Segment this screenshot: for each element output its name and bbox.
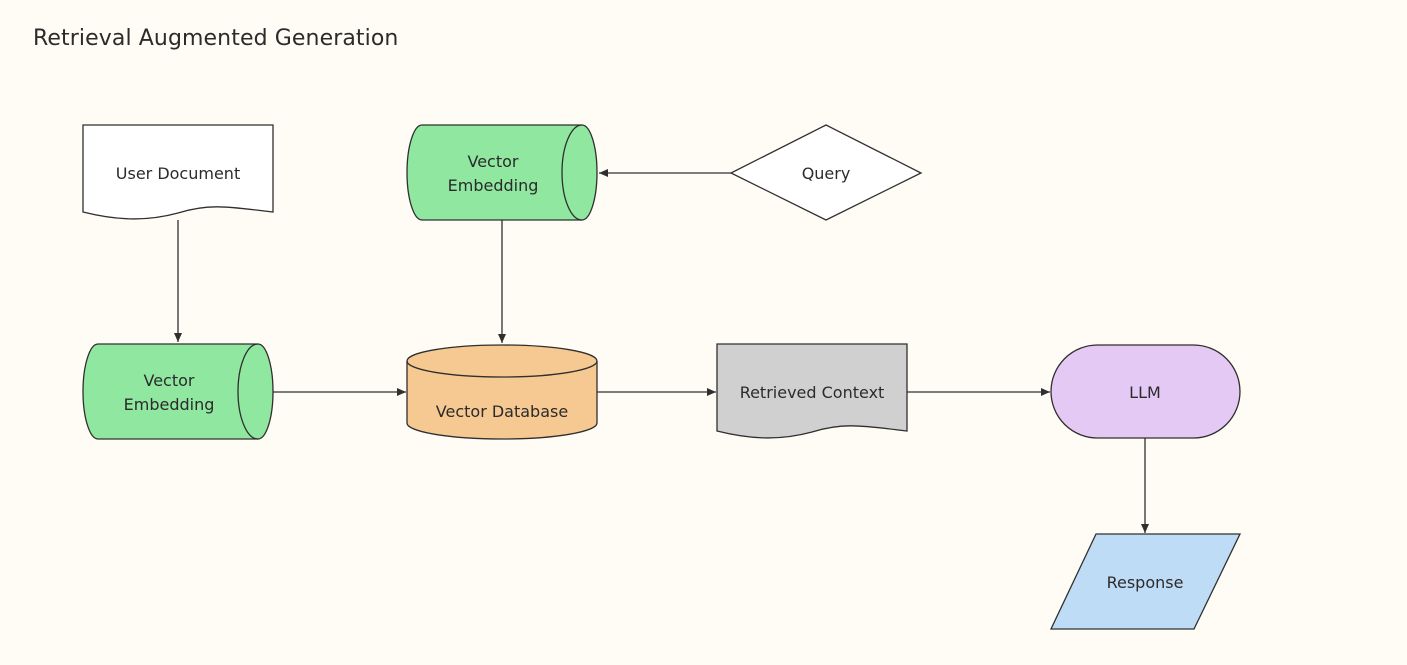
llm-terminal-shape bbox=[1050, 344, 1241, 439]
node-vector-embedding-top[interactable]: Vector Embedding bbox=[406, 124, 598, 221]
vector-embedding-top-cylinder-icon bbox=[406, 124, 598, 221]
query-diamond-shape bbox=[729, 124, 923, 221]
vector-embedding-top-label-line-1: Vector bbox=[468, 152, 519, 171]
node-query[interactable]: Query bbox=[729, 124, 923, 221]
node-llm[interactable]: LLM bbox=[1050, 344, 1241, 439]
node-vector-embedding-left[interactable]: Vector Embedding bbox=[82, 343, 274, 440]
vector-database-top-rim bbox=[406, 360, 598, 378]
page-title: Retrieval Augmented Generation bbox=[33, 26, 399, 51]
vector-embedding-top-label-line-2: Embedding bbox=[448, 176, 539, 195]
vector-database-icon bbox=[406, 344, 598, 440]
user-document-label: User Document bbox=[116, 164, 240, 183]
vector-embedding-top-cylinder-end bbox=[561, 124, 583, 221]
node-vector-database[interactable]: Vector Database bbox=[406, 344, 598, 440]
vector-database-label: Vector Database bbox=[436, 402, 568, 421]
vector-embedding-left-cylinder-end bbox=[237, 343, 259, 440]
vector-embedding-left-cylinder-icon bbox=[82, 343, 274, 440]
edges bbox=[174, 169, 1149, 533]
user-document-shape bbox=[82, 124, 274, 220]
response-parallelogram-shape bbox=[1049, 533, 1242, 630]
node-response[interactable]: Response bbox=[1049, 533, 1242, 630]
vector-embedding-left-label-line-2: Embedding bbox=[124, 395, 215, 414]
response-label: Response bbox=[1107, 573, 1184, 592]
query-label: Query bbox=[802, 164, 851, 183]
retrieved-context-shape bbox=[716, 343, 908, 439]
node-retrieved-context[interactable]: Retrieved Context bbox=[716, 343, 908, 439]
llm-label: LLM bbox=[1129, 383, 1161, 402]
vector-embedding-left-label-line-1: Vector bbox=[144, 371, 195, 390]
retrieved-context-label: Retrieved Context bbox=[740, 383, 885, 402]
node-user-document[interactable]: User Document bbox=[82, 124, 274, 220]
